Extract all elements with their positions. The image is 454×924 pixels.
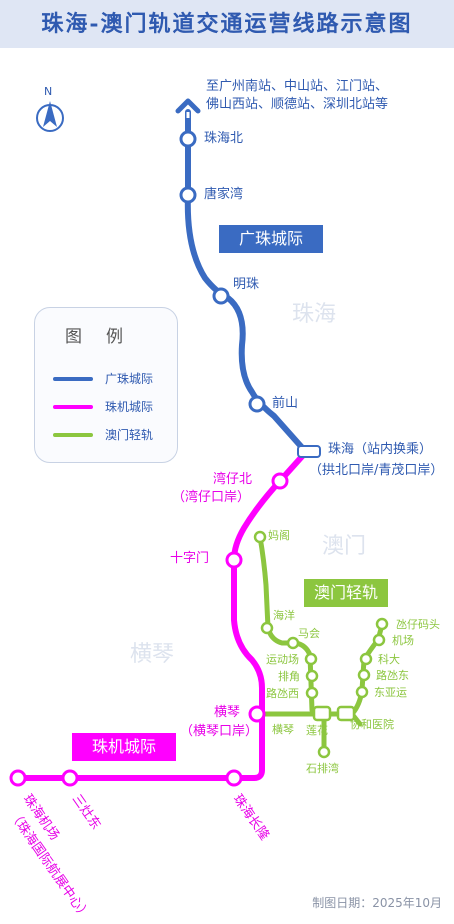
station-label-zhuhai: 珠海（站内换乘）	[328, 442, 433, 457]
title-bar: 珠海-澳门轨道交通运营线路示意图	[0, 0, 454, 48]
map-date: 制图日期：2025年10月	[312, 896, 442, 910]
station-label-hengqin-lrt: 横琴	[272, 723, 294, 736]
station-label-hengqin: 横琴	[214, 705, 241, 720]
line-zhuji	[15, 449, 309, 781]
compass-icon	[36, 101, 64, 132]
station-marker	[286, 636, 300, 650]
destination-note-line-2: 佛山西站、顺德站、深圳北站等	[206, 97, 389, 112]
station-label-tanzaimatou: 氹仔码头	[396, 618, 440, 631]
station-label-wanzaibei: 湾仔北	[213, 472, 253, 487]
station-marker	[9, 769, 27, 787]
station-label-ludangdong: 路氹东	[376, 669, 409, 682]
station-marker	[225, 769, 243, 787]
station-marker	[355, 685, 369, 699]
legend-swatch	[53, 377, 93, 381]
compass-letter: N	[44, 85, 53, 98]
station-label-paijiao: 排角	[278, 670, 300, 683]
legend-label: 广珠城际	[105, 372, 154, 386]
station-marker	[179, 186, 197, 204]
legend-swatch	[53, 433, 93, 437]
station-sub-label-wanzaibei: （湾仔口岸）	[172, 490, 251, 505]
station-label-haiyang: 海洋	[273, 609, 295, 622]
interchange-zhuhai-marker	[297, 445, 321, 458]
line-badge-guangzhu: 广珠城际	[219, 225, 323, 253]
line-badge-zhuji: 珠机城际	[72, 733, 176, 761]
destination-note-line-1: 至广州南站、中山站、江门站、	[206, 79, 389, 94]
region-label-macau: 澳门	[322, 534, 367, 559]
region-label-zhuhai: 珠海	[292, 302, 337, 327]
line-guangzhu	[184, 109, 309, 455]
station-label-ludangxi: 路氹西	[266, 687, 299, 700]
station-label-lianhua: 莲花	[306, 724, 328, 737]
legend: 图例 广珠城际 珠机城际 澳门轻轨	[34, 307, 178, 463]
station-marker	[305, 686, 319, 700]
station-marker	[271, 472, 289, 490]
station-marker	[304, 652, 318, 666]
legend-label: 珠机城际	[105, 400, 154, 414]
station-marker	[253, 530, 267, 544]
station-marker	[260, 621, 274, 635]
station-marker	[312, 705, 332, 722]
station-marker	[305, 669, 319, 683]
station-label-mingzhu: 明珠	[233, 277, 260, 292]
station-marker	[375, 617, 389, 631]
station-marker	[357, 668, 371, 682]
station-label-shipaiwan: 石排湾	[306, 762, 339, 775]
line-continues-arrow-icon	[175, 98, 201, 130]
station-label-xiehe-hospital: 协和医院	[350, 718, 394, 731]
station-sub-label-zhuhai: （拱北口岸/青茂口岸）	[309, 463, 444, 478]
station-label-qianshan: 前山	[272, 396, 299, 411]
station-marker	[317, 745, 331, 759]
station-label-jichang: 机场	[392, 634, 414, 647]
station-label-zhuhaibei: 珠海北	[204, 131, 244, 146]
station-label-mage: 妈阁	[268, 529, 290, 542]
line-badge-macau-lrt: 澳门轻轨	[304, 579, 388, 607]
station-marker	[336, 705, 356, 722]
station-label-dongyayun: 东亚运	[374, 686, 407, 699]
legend-title: 图例	[65, 327, 147, 347]
station-marker	[61, 769, 79, 787]
station-marker	[372, 633, 386, 647]
legend-swatch	[53, 405, 93, 409]
station-label-mahui: 马会	[298, 627, 320, 640]
station-label-keda: 科大	[378, 653, 400, 666]
station-marker	[359, 652, 373, 666]
station-label-shizimen: 十字门	[170, 551, 210, 566]
station-marker	[179, 130, 197, 148]
station-marker	[212, 287, 230, 305]
legend-label: 澳门轻轨	[105, 428, 154, 442]
station-marker	[248, 395, 266, 413]
map-title: 珠海-澳门轨道交通运营线路示意图	[41, 11, 413, 37]
station-sub-label-hengqin: （横琴口岸）	[180, 724, 259, 739]
station-label-tangjiawan: 唐家湾	[204, 187, 244, 202]
station-label-yundongchang: 运动场	[266, 653, 299, 666]
region-label-hengqin: 横琴	[130, 642, 175, 667]
station-marker	[225, 551, 243, 569]
station-marker	[248, 705, 266, 723]
